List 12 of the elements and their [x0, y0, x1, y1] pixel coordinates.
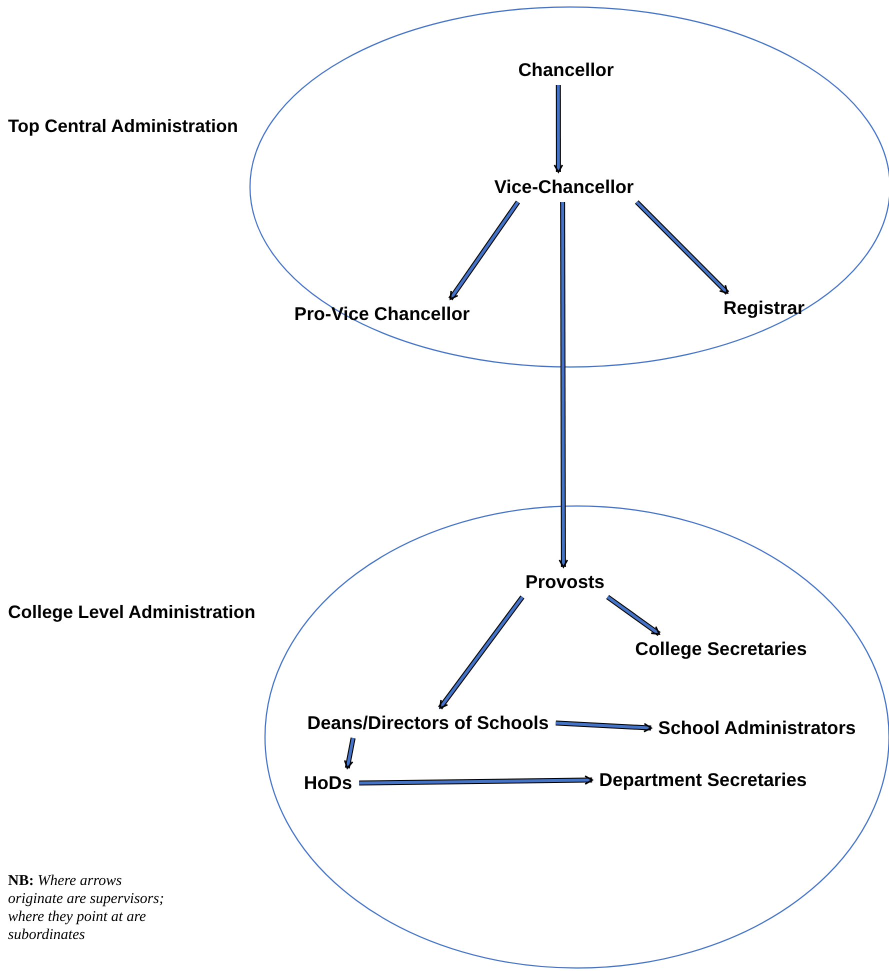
role-label: Registrar: [723, 297, 805, 319]
role-label: Vice-Chancellor: [494, 176, 634, 198]
role-label: HoDs: [304, 772, 352, 794]
section-heading: College Level Administration: [8, 602, 256, 623]
role-label: School Administrators: [658, 717, 856, 739]
note-text: NB: Where arrows originate are supervisors; where they point at are subordinates: [8, 872, 166, 944]
role-label: College Secretaries: [635, 638, 807, 660]
role-label: Chancellor: [518, 59, 614, 81]
section-heading: Top Central Administration: [8, 116, 238, 137]
role-label: Provosts: [525, 571, 605, 593]
role-label: Department Secretaries: [599, 769, 807, 791]
role-label: Deans/Directors of Schools: [307, 712, 549, 734]
